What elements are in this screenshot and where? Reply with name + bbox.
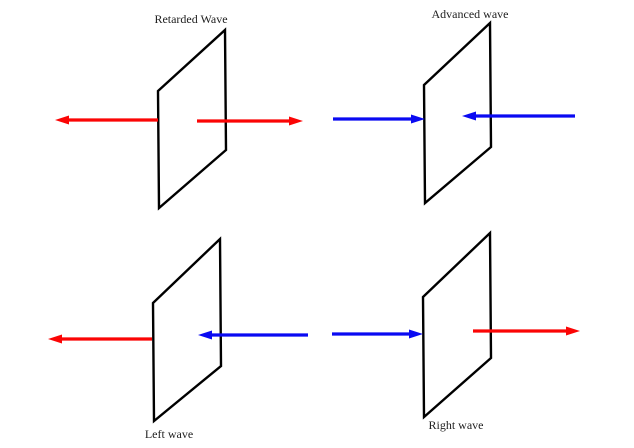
outgoing-left-arrowhead [55,115,69,125]
label-right-wave: Right wave [428,418,484,432]
label-advanced-wave: Advanced wave [431,7,509,21]
outgoing-right-arrowhead [289,116,303,126]
incoming-left-arrowhead [409,329,423,339]
incoming-left-arrowhead [411,114,425,124]
panel-retarded-wave [55,27,303,211]
absorber-plane-outline [151,236,223,424]
panel-right-wave [332,230,580,420]
label-left-wave: Left wave [144,427,194,441]
absorber-plane-outline [422,20,493,206]
panel-advanced-wave [333,20,575,206]
panel-left-wave [48,236,308,424]
absorber-plane-outline [421,230,493,420]
absorber-plane-outline [156,27,228,211]
label-retarded-wave: Retarded Wave [154,12,228,26]
incoming-right-arrowhead [198,330,212,340]
incoming-right-arrowhead [462,111,476,121]
outgoing-right-arrowhead [566,326,580,336]
outgoing-left-arrowhead [48,334,62,344]
